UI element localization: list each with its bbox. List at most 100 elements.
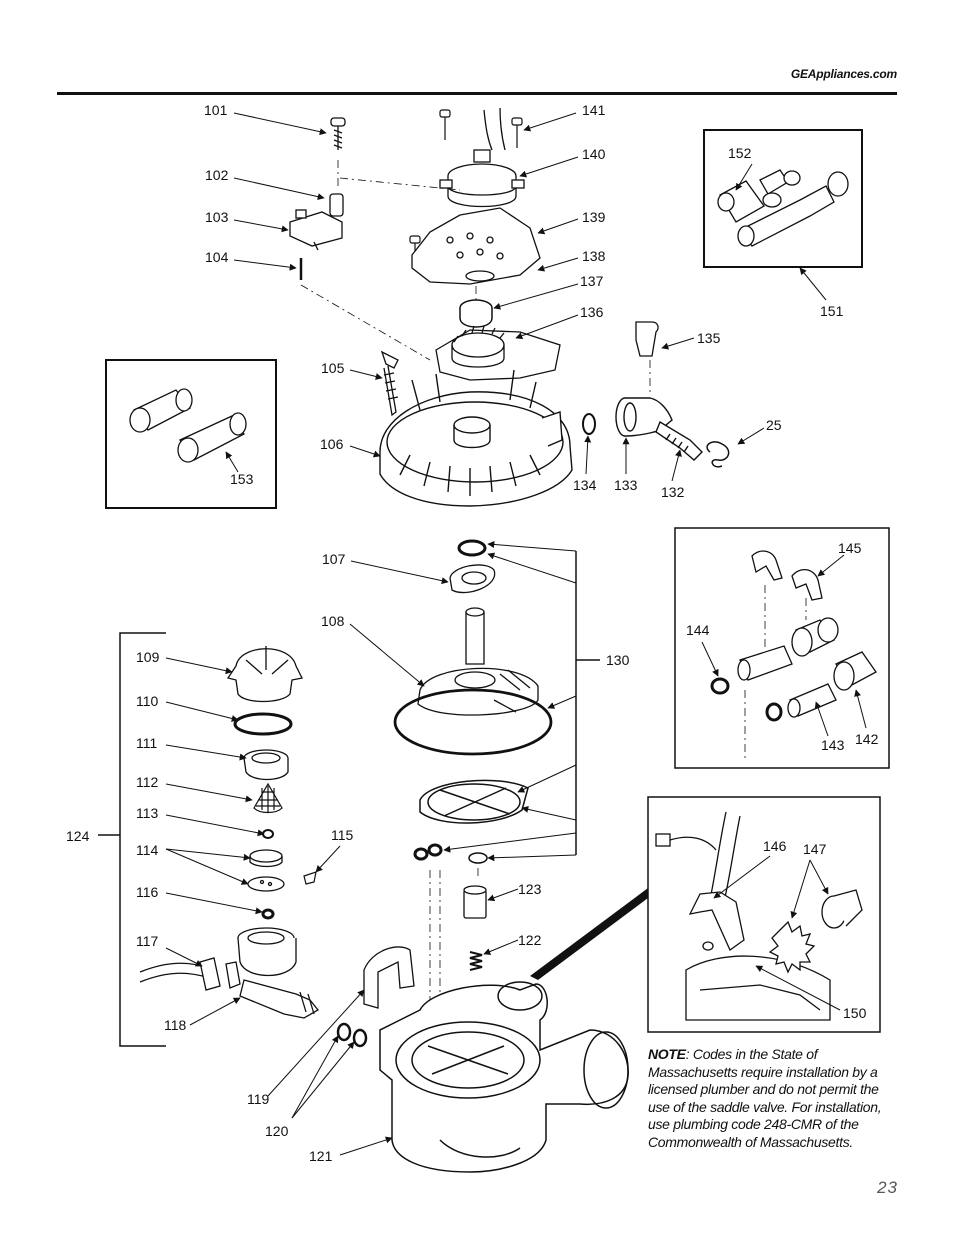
callout-110: 110 [136, 693, 159, 709]
callout-133: 133 [614, 477, 638, 493]
callout-143: 143 [821, 737, 845, 753]
spacer-102 [329, 193, 344, 217]
washer-134 [582, 413, 596, 435]
disk-130 [419, 779, 529, 824]
microswitch-103 [289, 209, 343, 251]
callout-147: 147 [803, 841, 827, 857]
inset-box-142-145 [674, 527, 890, 769]
callout-102: 102 [205, 167, 229, 183]
oring-108 [393, 688, 553, 756]
clip-135 [635, 321, 659, 357]
callout-140: 140 [582, 146, 606, 162]
callout-136: 136 [580, 304, 604, 320]
callout-144: 144 [686, 622, 710, 638]
callout-114: 114 [136, 842, 159, 858]
bushing-137 [459, 299, 493, 328]
callout-109: 109 [136, 649, 160, 665]
fittings-142-145 [710, 550, 877, 722]
screw-115 [303, 871, 317, 885]
callout-wedge-146 [530, 888, 648, 980]
callout-135: 135 [697, 330, 721, 346]
valve-body-106 [379, 369, 573, 507]
note-text: : Codes in the State of Massachusetts re… [648, 1046, 882, 1150]
callout-104: 104 [205, 249, 229, 265]
callout-150: 150 [843, 1005, 867, 1021]
callout-108: 108 [321, 613, 345, 629]
clamp-25 [706, 441, 730, 468]
orings-120-pair [413, 843, 443, 861]
callout-labels: 101 102 103 104 105 106 107 108 109 110 … [66, 102, 879, 1164]
washer-116 [261, 908, 275, 920]
callout-153: 153 [230, 471, 254, 487]
callout-112: 112 [136, 774, 159, 790]
callout-146: 146 [763, 838, 787, 854]
callout-151: 151 [820, 303, 844, 319]
callout-124: 124 [66, 828, 90, 844]
screw-141-left [439, 109, 451, 140]
inset-box-153 [105, 359, 277, 509]
callout-130: 130 [606, 652, 630, 668]
callout-132: 132 [661, 484, 685, 500]
screw-101 [330, 117, 346, 150]
meter-146-150 [655, 811, 863, 1021]
massachusetts-note: NOTE: Codes in the State of Massachusett… [648, 1046, 888, 1151]
oring-110 [233, 712, 293, 736]
callout-119: 119 [247, 1091, 270, 1107]
valve-body-117 [139, 927, 297, 991]
callout-122: 122 [518, 932, 542, 948]
callout-120: 120 [265, 1123, 289, 1139]
saddle-118 [239, 979, 319, 1019]
callout-25: 25 [766, 417, 782, 433]
callout-117: 117 [136, 933, 159, 949]
screw-105 [380, 350, 399, 417]
callout-137: 137 [580, 273, 604, 289]
inset-box-151 [703, 129, 863, 268]
gear-cam-136 [435, 325, 561, 381]
seal-107 [449, 564, 496, 594]
bushing-123 [463, 885, 487, 919]
callout-138: 138 [582, 248, 606, 264]
website-url: GEAppliances.com [790, 67, 897, 81]
motor-plate-138 [411, 207, 541, 285]
oring-107-top [457, 539, 487, 557]
elbow-132 [655, 420, 703, 461]
callout-142: 142 [855, 731, 879, 747]
oring-small [468, 852, 488, 864]
callout-123: 123 [518, 881, 542, 897]
screen-112 [253, 782, 283, 814]
callout-118: 118 [164, 1017, 187, 1033]
callout-152: 152 [728, 145, 752, 161]
inset-box-146-150 [647, 796, 881, 1033]
disks-114 [247, 849, 285, 892]
cap-109 [226, 646, 303, 703]
fittings-152 [717, 169, 849, 247]
callout-134: 134 [573, 477, 597, 493]
callout-139: 139 [582, 209, 606, 225]
callout-103: 103 [205, 209, 229, 225]
motor-140 [439, 107, 525, 208]
callout-105: 105 [321, 360, 345, 376]
fittings-153 [129, 388, 247, 463]
callout-116: 116 [136, 884, 159, 900]
clip-119 [363, 946, 415, 1009]
header-rule [57, 92, 897, 95]
note-label: NOTE [648, 1046, 686, 1062]
callout-113: 113 [136, 805, 159, 821]
valve-housing-121 [379, 981, 629, 1173]
rotor-108 [417, 607, 539, 716]
callout-115: 115 [331, 827, 354, 843]
retainer-111 [243, 749, 289, 781]
callout-107: 107 [322, 551, 346, 567]
bracket-124 [119, 632, 166, 1047]
orings-120 [336, 1022, 368, 1048]
callout-106: 106 [320, 436, 344, 452]
callout-101: 101 [204, 102, 228, 118]
washer-113 [262, 829, 274, 839]
callout-141: 141 [582, 102, 606, 118]
callout-121: 121 [309, 1148, 333, 1164]
spring-122 [469, 951, 483, 971]
callout-111: 111 [136, 735, 157, 751]
screw-141-right [511, 117, 523, 148]
page-number: 23 [877, 1178, 898, 1197]
